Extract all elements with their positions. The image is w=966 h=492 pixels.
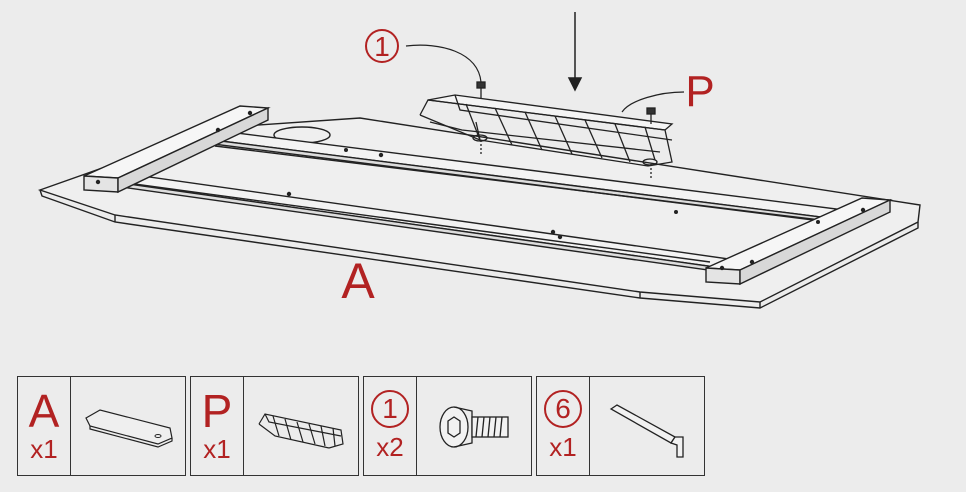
part-card-p: P x1 xyxy=(190,376,359,476)
part-card-a: A x1 xyxy=(17,376,186,476)
wire-tray xyxy=(419,94,674,167)
part-id: 6 xyxy=(544,390,582,428)
part-card-6: 6 x1 xyxy=(536,376,705,476)
tray-callout: P xyxy=(685,67,714,116)
parts-list: A x1 P x1 xyxy=(17,376,705,476)
part-id: A xyxy=(28,385,60,437)
part-id: P xyxy=(201,385,233,437)
wire-tray-icon xyxy=(258,413,344,449)
part-id: 1 xyxy=(371,390,409,428)
part-qty: x1 xyxy=(203,434,231,464)
part-card-1: 1 x2 xyxy=(363,376,532,476)
svg-text:1: 1 xyxy=(374,31,390,62)
part-qty: x1 xyxy=(30,434,58,464)
part-qty: x2 xyxy=(376,432,404,462)
allen-key-icon xyxy=(609,404,684,458)
insertion-arrow-icon xyxy=(567,12,583,92)
desktop-panel xyxy=(37,105,921,309)
part-qty: x1 xyxy=(549,432,577,462)
desk-callout: A xyxy=(341,253,375,309)
desktop-panel-icon xyxy=(85,409,173,448)
screw-leader-line xyxy=(405,44,482,83)
screw-callout: 1 xyxy=(365,29,399,63)
hex-bolt-icon xyxy=(439,406,509,448)
tray-leader-line xyxy=(621,91,685,113)
